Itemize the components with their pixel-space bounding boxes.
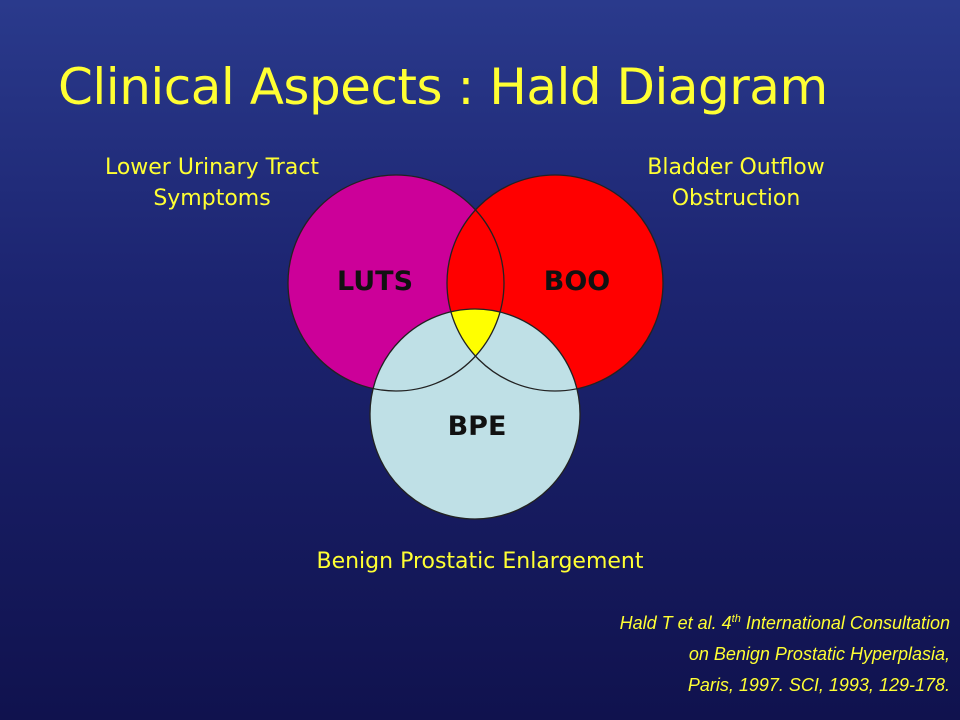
citation-line-1-pre: Hald T et al. 4 [619, 613, 732, 633]
citation-line-1-sup: th [731, 613, 741, 625]
boo-label-line-1: Bladder Outflow [647, 155, 825, 180]
luts-outline [287, 174, 505, 392]
luts-abbr: LUTS [337, 266, 413, 297]
boo-label-line-2: Obstruction [671, 186, 801, 211]
boo-outline [446, 174, 664, 392]
citation-line-1-post: International Consultation [740, 613, 950, 633]
bpe-outline [369, 308, 581, 520]
bpe-circle [370, 309, 580, 519]
boo-abbr: BOO [544, 266, 611, 297]
luts-label-line-2: Symptoms [153, 186, 271, 211]
luts-label: Lower Urinary Tract Symptoms [62, 152, 362, 214]
citation-line-1: Hald T et al. 4th International Consulta… [450, 604, 950, 639]
boo-label: Bladder Outflow Obstruction [596, 152, 876, 214]
slide-title: Clinical Aspects : Hald Diagram [58, 58, 828, 116]
bpe-abbr: BPE [448, 411, 507, 442]
bpe-label: Benign Prostatic Enlargement [200, 546, 760, 577]
citation-line-2: on Benign Prostatic Hyperplasia, [688, 644, 950, 664]
citation: Hald T et al. 4th International Consulta… [450, 604, 950, 701]
citation-line-3: Paris, 1997. SCI, 1993, 129-178. [687, 675, 950, 695]
bpe-label-line-1: Benign Prostatic Enlargement [316, 549, 644, 574]
luts-label-line-1: Lower Urinary Tract [104, 155, 320, 180]
